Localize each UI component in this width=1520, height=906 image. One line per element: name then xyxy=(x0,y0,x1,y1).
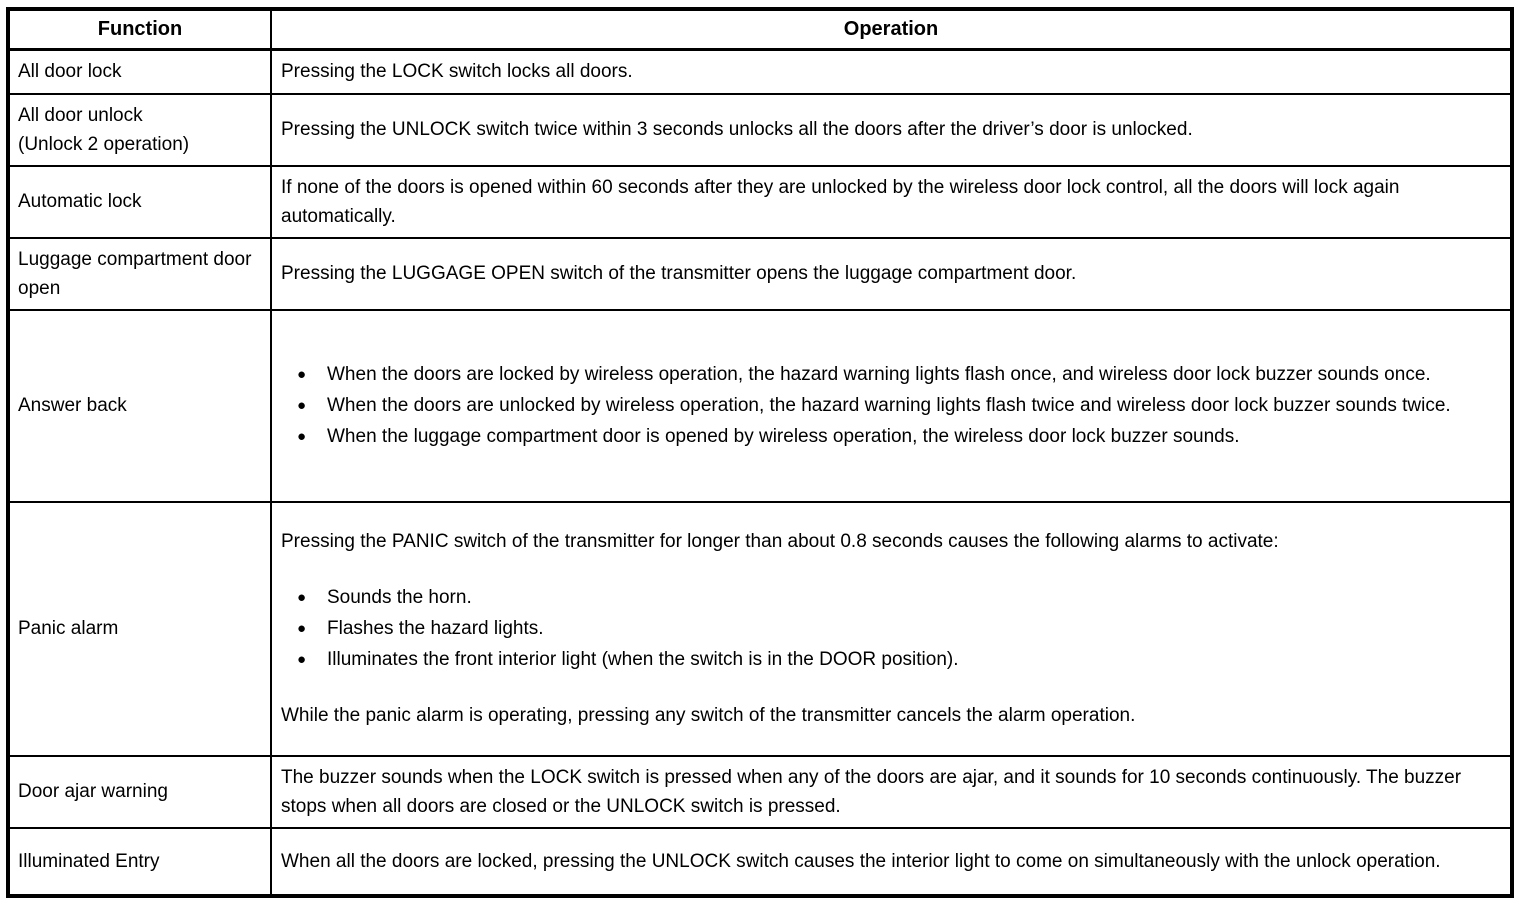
function-cell: Luggage compartment door open xyxy=(7,236,272,311)
table-row-panic-alarm: Panic alarm Pressing the PANIC switch of… xyxy=(7,500,1513,757)
operation-outro: While the panic alarm is operating, pres… xyxy=(281,705,1136,726)
table-row-all-door-lock: All door lock Pressing the LOCK switch l… xyxy=(7,48,1513,95)
operation-intro: Pressing the PANIC switch of the transmi… xyxy=(281,531,1279,552)
operation-cell: The buzzer sounds when the LOCK switch i… xyxy=(270,754,1513,829)
function-cell: Panic alarm xyxy=(7,500,272,757)
operation-cell: Pressing the UNLOCK switch twice within … xyxy=(270,92,1513,167)
function-cell: Answer back xyxy=(7,308,272,503)
bullet-item: Sounds the horn. xyxy=(281,583,1500,612)
operation-cell: When the doors are locked by wireless op… xyxy=(270,308,1513,503)
function-cell: Automatic lock xyxy=(7,164,272,239)
table-row-answer-back: Answer back When the doors are locked by… xyxy=(7,308,1513,503)
function-cell: Door ajar warning xyxy=(7,754,272,829)
header-row: Function Operation xyxy=(7,8,1513,51)
function-cell: Illuminated Entry xyxy=(7,826,272,897)
table-row-luggage-compartment-door-open: Luggage compartment door open Pressing t… xyxy=(7,236,1513,311)
column-header-function: Function xyxy=(7,8,272,51)
operation-cell: Pressing the LUGGAGE OPEN switch of the … xyxy=(270,236,1513,311)
operation-cell: If none of the doors is opened within 60… xyxy=(270,164,1513,239)
function-operation-table: Function Operation All door lock Pressin… xyxy=(6,7,1514,898)
table-row-illuminated-entry: Illuminated Entry When all the doors are… xyxy=(7,826,1513,897)
table-row-all-door-unlock: All door unlock (Unlock 2 operation) Pre… xyxy=(7,92,1513,167)
operation-cell: Pressing the PANIC switch of the transmi… xyxy=(270,500,1513,757)
operation-cell: Pressing the LOCK switch locks all doors… xyxy=(270,48,1513,95)
bullet-list: When the doors are locked by wireless op… xyxy=(281,360,1500,451)
table-row-automatic-lock: Automatic lock If none of the doors is o… xyxy=(7,164,1513,239)
bullet-list: Sounds the horn. Flashes the hazard ligh… xyxy=(281,583,1500,674)
bullet-item: When the doors are locked by wireless op… xyxy=(281,360,1500,389)
bullet-item: When the doors are unlocked by wireless … xyxy=(281,391,1500,420)
function-cell: All door unlock (Unlock 2 operation) xyxy=(7,92,272,167)
table-row-door-ajar-warning: Door ajar warning The buzzer sounds when… xyxy=(7,754,1513,829)
bullet-item: When the luggage compartment door is ope… xyxy=(281,422,1500,451)
function-cell: All door lock xyxy=(7,48,272,95)
bullet-item: Illuminates the front interior light (wh… xyxy=(281,645,1500,674)
bullet-item: Flashes the hazard lights. xyxy=(281,614,1500,643)
operation-cell: When all the doors are locked, pressing … xyxy=(270,826,1513,897)
column-header-operation: Operation xyxy=(270,8,1513,51)
